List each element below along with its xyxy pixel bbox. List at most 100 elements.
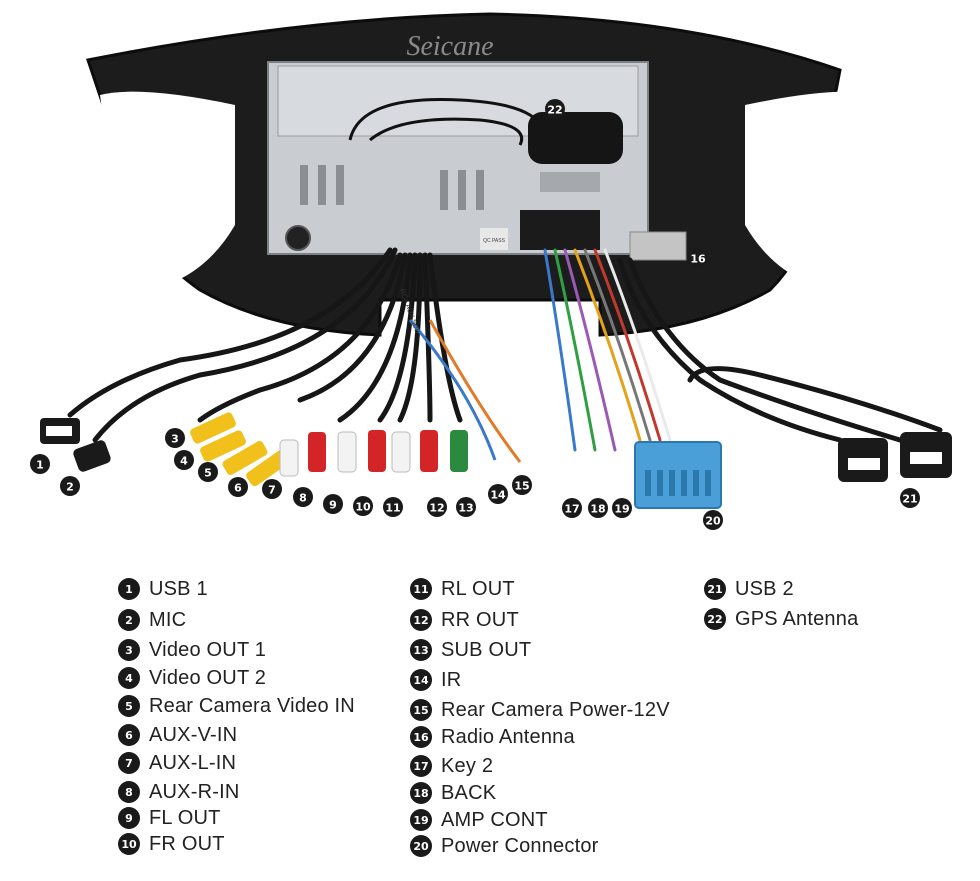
callout-badge bbox=[323, 494, 343, 514]
callout-badge bbox=[588, 498, 608, 518]
legend-label: RL OUT bbox=[441, 577, 515, 600]
callout-number: 11 bbox=[385, 502, 400, 515]
callout-number: 2 bbox=[66, 481, 74, 494]
callout-number: 7 bbox=[268, 484, 276, 497]
callout-number: 8 bbox=[299, 492, 307, 505]
callout-number: 18 bbox=[590, 503, 605, 516]
wiring-diagram: Seicane QC PASS RCA AUX SUB bbox=[30, 12, 952, 530]
callout-badge bbox=[30, 454, 50, 474]
callout-number: 9 bbox=[329, 499, 337, 512]
legend-label: IR bbox=[441, 668, 462, 691]
callout-number: 15 bbox=[514, 480, 529, 493]
callout-number: 12 bbox=[429, 502, 444, 515]
legend-number-badge: 1 bbox=[118, 578, 140, 600]
callout-number: 22 bbox=[547, 104, 562, 117]
power-connector bbox=[634, 441, 722, 509]
ir-wire bbox=[408, 319, 497, 461]
legend-label: FL OUT bbox=[149, 806, 221, 829]
callout-badge bbox=[512, 475, 532, 495]
watermark: Seicane bbox=[406, 31, 493, 62]
callout-number: 10 bbox=[355, 501, 371, 514]
callout-number: 19 bbox=[614, 503, 629, 516]
legend-item: 12 RR OUT bbox=[410, 605, 519, 635]
callout-number: 14 bbox=[490, 489, 506, 502]
rear-camera-power-wire bbox=[428, 319, 522, 463]
callout-badge bbox=[545, 99, 565, 119]
vent-slots bbox=[300, 165, 600, 210]
wiring-harness-socket bbox=[520, 210, 600, 250]
callout-number: 6 bbox=[234, 482, 242, 495]
callout-number: 16 bbox=[690, 253, 706, 266]
callout-badge bbox=[228, 477, 248, 497]
callout-badge bbox=[562, 498, 582, 518]
legend-number-badge: 15 bbox=[410, 699, 432, 721]
legend-label: USB 2 bbox=[735, 577, 794, 600]
legend-number-badge: 11 bbox=[410, 578, 432, 600]
legend-label: AUX-L-IN bbox=[149, 751, 237, 774]
callout-badge bbox=[293, 487, 313, 507]
right-vent-cutout bbox=[745, 91, 880, 293]
legend-label: USB 1 bbox=[149, 577, 208, 600]
legend-number-badge: 17 bbox=[410, 755, 432, 777]
callout-number: 1 bbox=[36, 459, 44, 472]
legend-number-badge: 10 bbox=[118, 833, 140, 855]
legend-number-badge: 5 bbox=[118, 695, 140, 717]
legend-item: 9 FL OUT bbox=[118, 803, 221, 833]
callout-number: 17 bbox=[564, 503, 579, 516]
legend-number-badge: 18 bbox=[410, 782, 432, 804]
legend-number-badge: 2 bbox=[118, 609, 140, 631]
legend-item: 7 AUX-L-IN bbox=[118, 748, 236, 778]
usb2-port-a bbox=[848, 458, 880, 470]
legend-number-badge: 4 bbox=[118, 667, 140, 689]
legend-label: FR OUT bbox=[149, 832, 225, 855]
legend-item: 16 Radio Antenna bbox=[410, 722, 575, 752]
legend-number-badge: 7 bbox=[118, 752, 140, 774]
legend-number-badge: 9 bbox=[118, 807, 140, 829]
legend-label: Radio Antenna bbox=[441, 725, 575, 748]
legend-item: 4 Video OUT 2 bbox=[118, 663, 266, 693]
power-wire-bundle bbox=[543, 248, 672, 452]
callout-badge bbox=[688, 248, 708, 268]
callout-badge bbox=[383, 497, 403, 517]
gps-antenna bbox=[528, 112, 623, 164]
callout-badge bbox=[60, 476, 80, 496]
legend-number-badge: 19 bbox=[410, 809, 432, 831]
legend-item: 5 Rear Camera Video IN bbox=[118, 691, 355, 721]
callout-badge bbox=[488, 484, 508, 504]
callout-badge bbox=[165, 428, 185, 448]
legend-number-badge: 14 bbox=[410, 669, 432, 691]
legend-item: 10 FR OUT bbox=[118, 829, 225, 859]
legend-label: Rear Camera Video IN bbox=[149, 694, 355, 717]
callout-badge bbox=[353, 496, 373, 516]
callout-number: 3 bbox=[171, 433, 179, 446]
legend-number-badge: 12 bbox=[410, 609, 432, 631]
legend-label: Video OUT 2 bbox=[149, 666, 267, 689]
legend-number-badge: 21 bbox=[704, 578, 726, 600]
antenna-port bbox=[285, 225, 311, 251]
legend-label: RR OUT bbox=[441, 608, 519, 631]
legend-label: AUX-V-IN bbox=[149, 723, 238, 746]
legend-number-badge: 20 bbox=[410, 835, 432, 857]
legend-item: 21 USB 2 bbox=[704, 574, 794, 604]
legend-number-badge: 16 bbox=[410, 726, 432, 748]
callout-badge bbox=[427, 497, 447, 517]
callout-badge bbox=[612, 498, 632, 518]
usb2-port-b bbox=[910, 452, 942, 464]
radio-antenna-adapter bbox=[629, 231, 687, 261]
legend-label: AUX-R-IN bbox=[149, 780, 240, 803]
qc-pass-sticker bbox=[480, 228, 508, 250]
callout-badge bbox=[900, 488, 920, 508]
legend-number-badge: 22 bbox=[704, 608, 726, 630]
legend-item: 1 USB 1 bbox=[118, 574, 208, 604]
legend-number-badge: 6 bbox=[118, 724, 140, 746]
